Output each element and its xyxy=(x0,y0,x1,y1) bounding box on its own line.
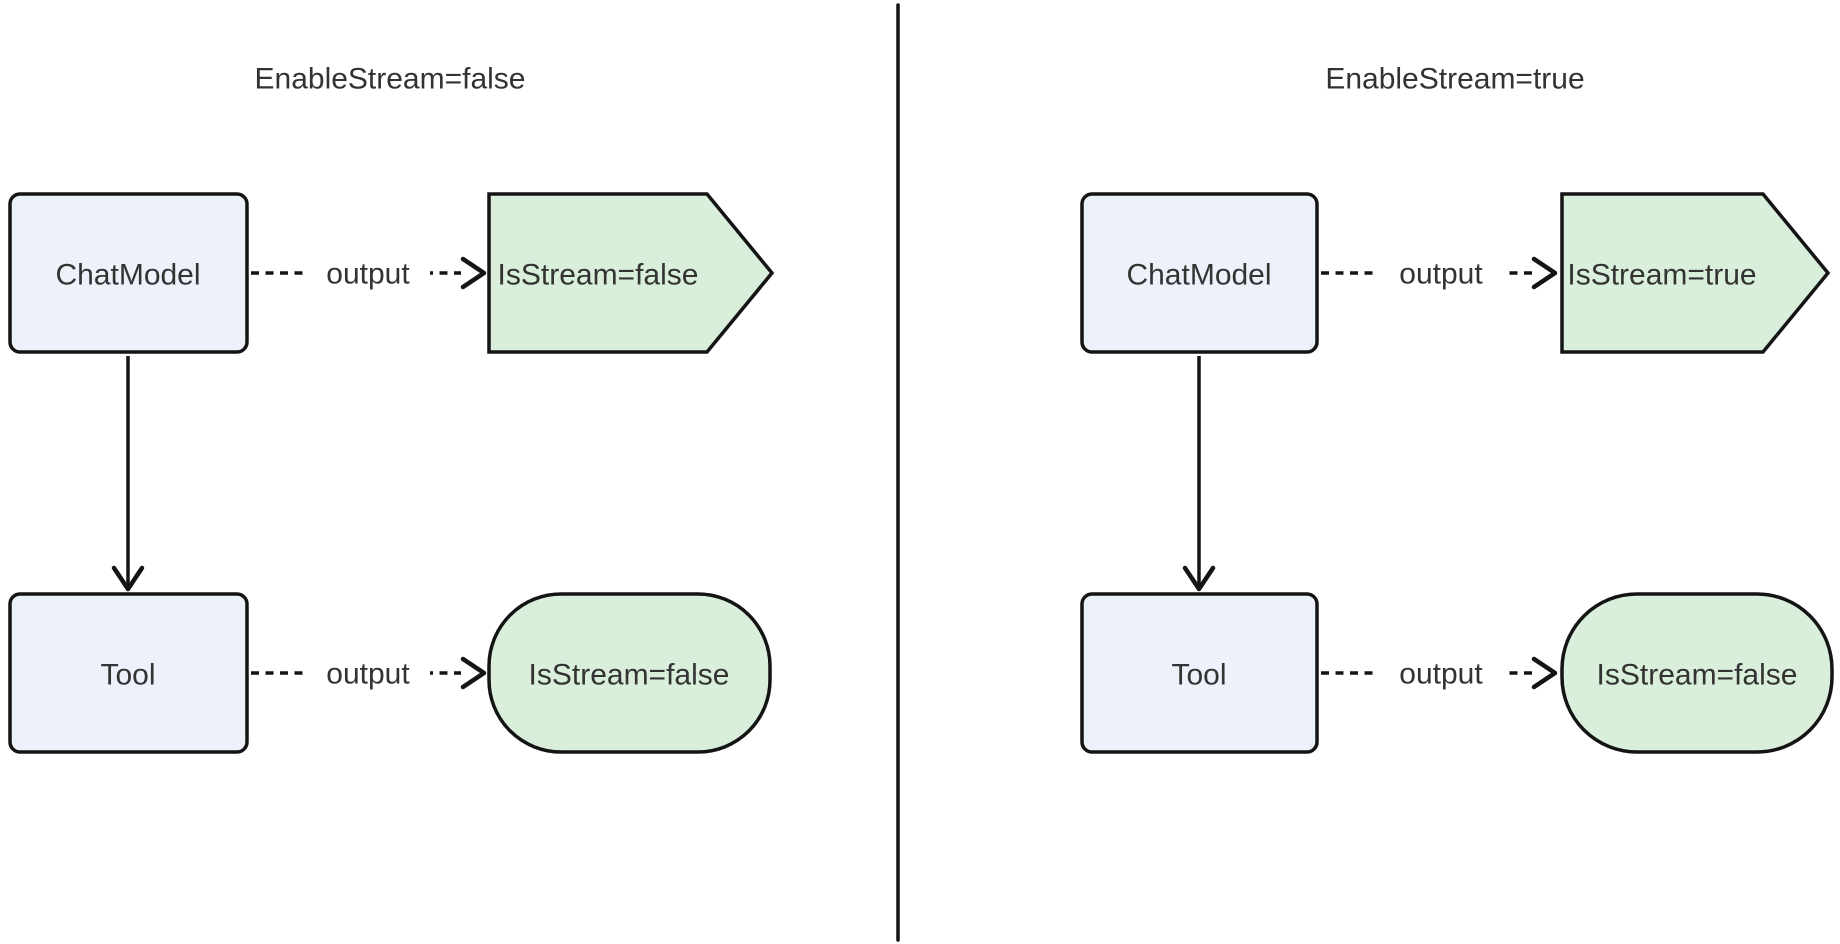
tool-result-label: IsStream=false xyxy=(1597,659,1798,692)
chatmodel-node-label: ChatModel xyxy=(1126,259,1271,292)
panel-title: EnableStream=true xyxy=(1325,63,1584,96)
arrowhead-icon xyxy=(1182,565,1216,592)
panel-title: EnableStream=false xyxy=(255,63,526,96)
edge-label-background xyxy=(1379,651,1503,695)
edge-label-output: output xyxy=(326,658,410,691)
tool-result-stadium xyxy=(1560,592,1834,754)
model-result-pentagon xyxy=(487,192,775,354)
tool-node xyxy=(8,592,249,754)
tool-node-label: Tool xyxy=(100,659,155,692)
chatmodel-node xyxy=(8,192,249,354)
edge-label-output: output xyxy=(326,258,410,291)
tool-result-stadium xyxy=(487,592,772,754)
tool-result-label: IsStream=false xyxy=(529,659,730,692)
chatmodel-node xyxy=(1080,192,1319,354)
edge-label-output: output xyxy=(1399,258,1483,291)
model-result-label: IsStream=false xyxy=(498,259,699,292)
panel-enablestream-true: EnableStream=true ChatModel output IsStr… xyxy=(1080,63,1834,754)
model-result-label: IsStream=true xyxy=(1567,259,1756,292)
edge-label-background xyxy=(1379,251,1503,295)
arrowhead-icon xyxy=(1531,656,1558,690)
tool-node-label: Tool xyxy=(1171,659,1226,692)
arrowhead-icon xyxy=(1531,256,1558,290)
arrowhead-icon xyxy=(111,565,145,592)
edge-label-background xyxy=(306,251,430,295)
arrowhead-icon xyxy=(460,656,487,690)
edge-label-output: output xyxy=(1399,658,1483,691)
tool-node xyxy=(1080,592,1319,754)
panel-enablestream-false: EnableStream=false ChatModel output IsSt… xyxy=(8,63,775,754)
arrowhead-icon xyxy=(460,256,487,290)
edge-label-background xyxy=(306,651,430,695)
chatmodel-node-label: ChatModel xyxy=(55,259,200,292)
model-result-pentagon xyxy=(1560,192,1831,354)
